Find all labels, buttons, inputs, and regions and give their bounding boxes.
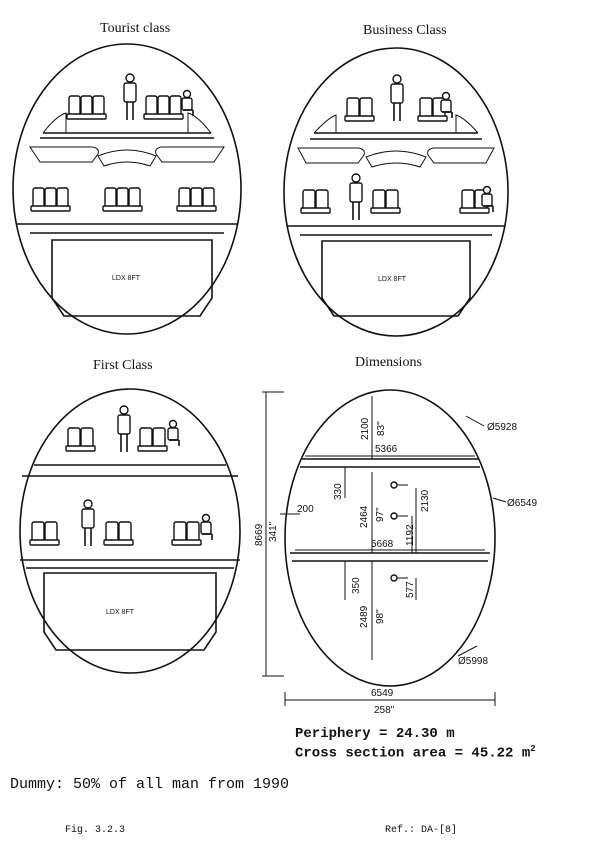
main-floor-width: 5668 — [371, 539, 394, 550]
upper-height-in: 83" — [376, 421, 387, 436]
total-width-in: 258" — [374, 705, 395, 716]
lower-height-in: 98" — [375, 609, 386, 624]
business-class-title: Business Class — [363, 23, 447, 38]
lower-deck-diameter: Ø5998 — [458, 656, 488, 667]
overhead-height: 1192 — [405, 524, 416, 546]
lower-height-mm: 2489 — [359, 605, 370, 628]
dummy-note: Dummy: 50% of all man from 1990 — [10, 776, 290, 793]
main-height-mm: 2464 — [359, 505, 370, 528]
dimensions-title: Dimensions — [355, 355, 422, 370]
tourist-cargo-label: LDX 8FT — [112, 275, 141, 282]
main-height-in: 97" — [375, 507, 386, 522]
cross-section-area: Cross section area = 45.22 m2 — [295, 744, 536, 762]
periphery-value: Periphery = 24.30 m — [295, 726, 455, 742]
main-floor-offset: 330 — [333, 483, 344, 500]
total-height-mm: 8669 — [254, 523, 265, 546]
bin-height: 2130 — [420, 489, 431, 512]
first-cargo-label: LDX 8FT — [106, 609, 135, 616]
cross-section-area-text: Cross section area = 45.22 m — [295, 745, 531, 762]
figure-number: Fig. 3.2.3 — [65, 825, 126, 836]
reference: Ref.: DA-[8] — [385, 825, 458, 836]
first-cross-section: LDX 8FT — [19, 388, 241, 674]
tourist-cross-section: LDX 8FT — [12, 43, 242, 335]
upper-deck-diameter: Ø5928 — [487, 422, 517, 433]
main-deck-diameter: Ø6549 — [507, 498, 537, 509]
business-cross-section: LDX 8FT — [283, 47, 509, 337]
upper-height-mm: 2100 — [360, 417, 371, 440]
cross-section-area-unit-superscript: 2 — [530, 744, 536, 754]
first-class-title: First Class — [93, 358, 153, 373]
side-offset: 200 — [297, 504, 314, 515]
total-width-mm: 6549 — [371, 688, 394, 699]
total-height-in: 341" — [268, 521, 279, 542]
lower-offset: 350 — [351, 577, 362, 594]
upper-floor-width: 5366 — [375, 444, 398, 455]
business-cargo-label: LDX 8FT — [378, 276, 407, 283]
tourist-class-title: Tourist class — [100, 21, 171, 36]
dimensions-cross-section: Ø5928 Ø6549 Ø5998 2100 83" 5366 8669 341… — [254, 389, 537, 716]
lower-small-dim: 577 — [405, 581, 416, 598]
